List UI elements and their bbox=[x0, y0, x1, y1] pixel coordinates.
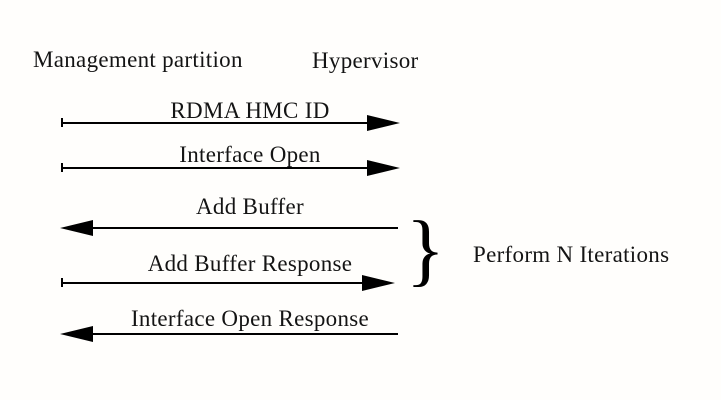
message-label: Add Buffer Response bbox=[147, 251, 353, 276]
iteration-brace-icon: } bbox=[406, 204, 445, 294]
message-label: RDMA HMC ID bbox=[170, 98, 330, 123]
arrowhead-right-icon bbox=[362, 275, 395, 291]
message-line bbox=[92, 227, 398, 229]
arrowhead-right-icon bbox=[367, 160, 400, 176]
message-line bbox=[62, 122, 369, 124]
participant-management-partition: Management partition bbox=[33, 47, 243, 72]
message-line bbox=[62, 167, 369, 169]
message-label: Add Buffer bbox=[196, 194, 304, 219]
participant-hypervisor: Hypervisor bbox=[312, 48, 419, 73]
arrowhead-left-icon bbox=[60, 326, 93, 342]
arrowhead-right-icon bbox=[367, 115, 400, 131]
message-label: Interface Open Response bbox=[130, 306, 370, 331]
arrowhead-left-icon bbox=[60, 220, 93, 236]
message-label: Interface Open bbox=[179, 142, 321, 167]
iteration-brace-glyph: } bbox=[406, 204, 445, 294]
message-line bbox=[92, 333, 398, 335]
message-line bbox=[62, 282, 363, 284]
iteration-annotation-label: Perform N Iterations bbox=[473, 242, 670, 267]
